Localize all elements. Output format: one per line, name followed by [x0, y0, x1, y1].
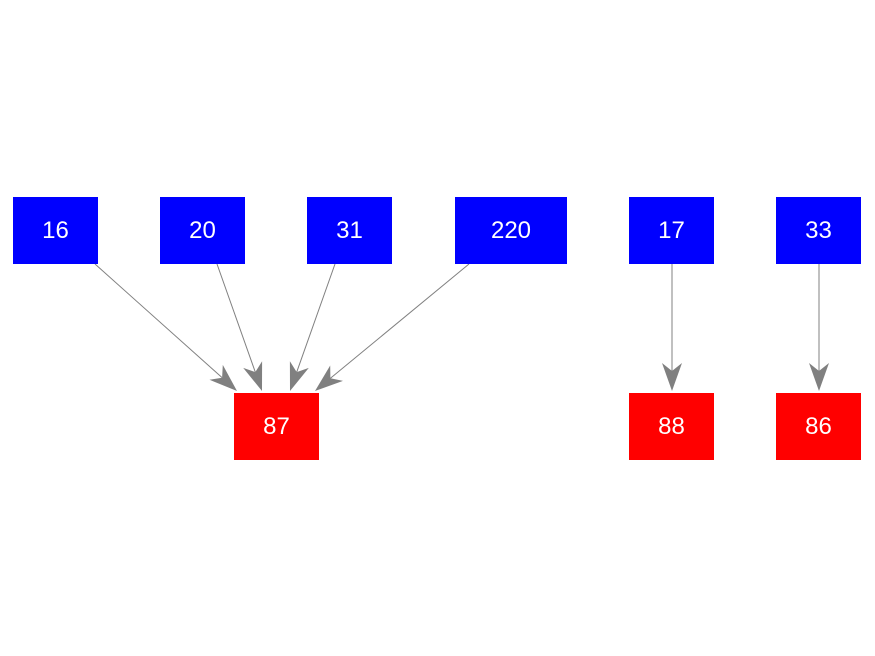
- arrowhead-icon: [315, 365, 343, 391]
- node-20: 20: [160, 197, 245, 264]
- edge-n16-to-n87: [94, 263, 237, 391]
- node-box: [13, 197, 98, 264]
- edge-line: [216, 263, 256, 373]
- node-17: 17: [629, 197, 714, 264]
- node-86: 86: [776, 393, 861, 460]
- edge-n31-to-n87: [289, 263, 336, 391]
- node-label: 86: [805, 413, 832, 440]
- node-label: 16: [42, 217, 69, 244]
- arrowhead-icon: [809, 363, 829, 391]
- node-label: 88: [658, 413, 685, 440]
- arrowhead-icon: [662, 363, 682, 391]
- node-box: [234, 393, 319, 460]
- node-label: 20: [189, 217, 216, 244]
- edge-line: [330, 263, 470, 379]
- node-220: 220: [455, 197, 567, 264]
- node-label: 33: [805, 217, 832, 244]
- edge-line: [296, 263, 336, 373]
- node-31: 31: [307, 197, 392, 264]
- node-box: [629, 197, 714, 264]
- edge-n20-to-n87: [216, 263, 263, 391]
- node-box: [160, 197, 245, 264]
- edge-n220-to-n87: [315, 263, 470, 391]
- nodes-layer: 16 20 31 220 17 33 87 88 86: [13, 197, 861, 460]
- edge-line: [94, 263, 223, 379]
- node-box: [776, 393, 861, 460]
- edge-n33-to-n86: [809, 264, 829, 391]
- arrowhead-icon: [209, 364, 237, 391]
- edges-layer: [94, 263, 829, 391]
- node-label: 87: [263, 413, 290, 440]
- node-16: 16: [13, 197, 98, 264]
- arrowhead-icon: [289, 361, 309, 391]
- node-33: 33: [776, 197, 861, 264]
- node-88: 88: [629, 393, 714, 460]
- node-box: [455, 197, 567, 264]
- node-87: 87: [234, 393, 319, 460]
- node-box: [307, 197, 392, 264]
- node-label: 220: [491, 217, 531, 244]
- arrowhead-icon: [243, 361, 263, 391]
- node-box: [776, 197, 861, 264]
- node-label: 31: [336, 217, 363, 244]
- node-label: 17: [658, 217, 685, 244]
- edge-n17-to-n88: [662, 264, 682, 391]
- node-box: [629, 393, 714, 460]
